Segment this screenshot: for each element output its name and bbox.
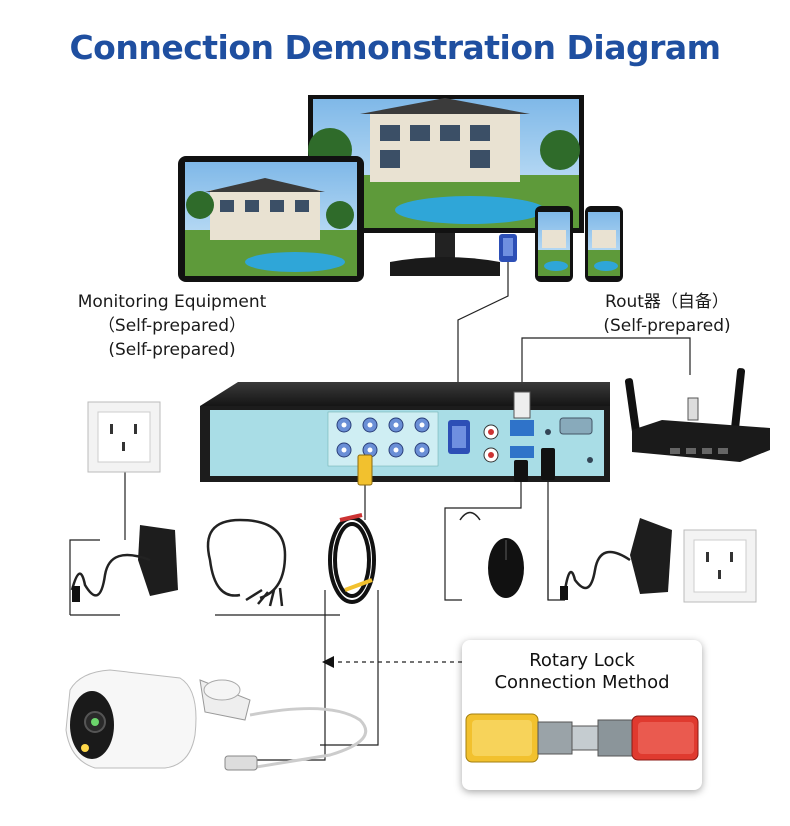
monitoring-equipment-label: Monitoring Equipment （Self-prepared） (Se… [52,290,292,362]
diagram-title: Connection Demonstration Diagram [69,28,721,67]
wall-outlet-left [87,401,161,473]
monitoring-label-line1: Monitoring Equipment [77,292,267,312]
smartphone-1 [535,206,573,282]
usb-port [510,446,534,458]
bullet-camera [65,669,368,771]
bnc-plug-yellow [357,454,373,486]
villa-image [370,112,520,182]
ethernet-plug [513,391,531,419]
wall-outlet-right [683,529,757,603]
router-label: Rout器（自备） (Self-prepared) [572,290,762,338]
router [624,368,770,462]
vga-connector-top [499,234,517,262]
monitoring-label-line3: (Self-prepared) [108,340,236,360]
cables [69,262,691,761]
smartphone-2 [585,206,623,282]
monitor-stand [390,257,500,276]
ethernet-port [510,420,534,436]
dc-power-plug [541,448,555,480]
rotary-title-line2: Connection Method [494,672,670,693]
bnc-connector-closeup [465,713,699,763]
rotary-lock-callout: Rotary Lock Connection Method [462,640,702,790]
dvr-recorder [200,382,610,486]
rotary-title-line1: Rotary Lock [529,650,635,671]
power-adapter-left [70,525,178,602]
bnc-cable-coil [328,513,376,604]
router-label-line2: (Self-prepared) [603,316,731,336]
monitoring-label-line2: （Self-prepared） [97,316,247,336]
usb-mouse [459,511,524,598]
bnc-ports [336,417,430,458]
tablet-display [178,156,364,282]
arrow-icon [322,656,334,668]
pool-image [395,196,545,224]
power-splitter-cable [206,518,287,607]
power-adapter-right [560,518,672,600]
rotary-lock-title: Rotary Lock Connection Method [462,650,702,694]
router-label-line1: Rout器（自备） [605,292,729,312]
